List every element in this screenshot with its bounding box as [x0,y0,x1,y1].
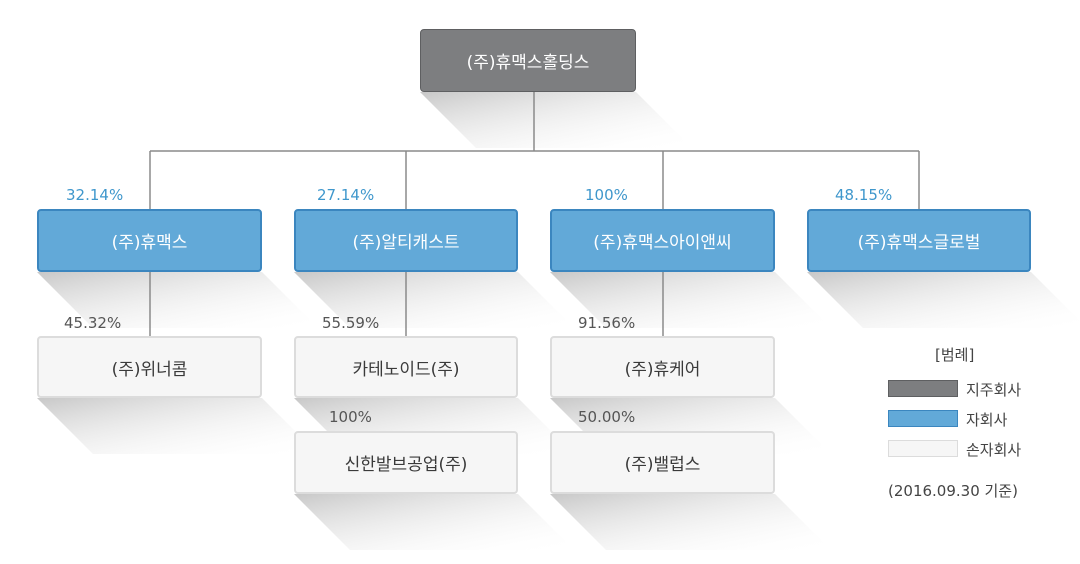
subsidiary-label: (주)알티캐스트 [352,233,460,253]
legend-swatch-subsidiary [888,410,958,427]
ownership-pct-winercom: 45.32% [64,314,122,332]
subsidiary-label: (주)휴맥스 [111,233,188,253]
grandchild-box-winercom: (주)위너콤 [37,336,262,398]
grandchild-box-vellups: (주)밸럽스 [550,431,775,494]
subsidiary-box-humax-global: (주)휴맥스글로벌 [807,209,1031,272]
grandchild-label: 신한발브공업(주) [344,455,468,475]
legend-reference-date: (2016.09.30 기준) [888,482,1018,500]
ownership-pct-humax: 32.14% [66,186,124,204]
ownership-pct-vellups: 50.00% [578,408,636,426]
ownership-pct-shinhan-valve: 100% [329,408,372,426]
ownership-pct-humax-inc: 100% [585,186,628,204]
grandchild-label: 카테노이드(주) [352,359,460,380]
grandchild-box-shinhan-valve: 신한발브공업(주) [294,431,518,494]
grandchild-label: (주)위너콤 [111,359,188,380]
grandchild-box-hucare: (주)휴케어 [550,336,775,398]
legend-swatch-grandchild [888,440,958,457]
subsidiary-label: (주)휴맥스글로벌 [857,233,981,253]
legend-title: [범례] [935,346,975,364]
legend-label-holding: 지주회사 [966,381,1022,399]
legend-label-subsidiary: 자회사 [966,411,1008,429]
ownership-pct-alticast: 27.14% [317,186,375,204]
holding-company-box: (주)휴맥스홀딩스 [420,29,636,92]
holding-company-label: (주)휴맥스홀딩스 [466,53,590,73]
grandchild-label: (주)휴케어 [624,359,701,380]
grandchild-label: (주)밸럽스 [624,455,701,475]
legend-label-grandchild: 손자회사 [966,441,1022,459]
ownership-pct-humax-global: 48.15% [835,186,893,204]
subsidiary-label: (주)휴맥스아이앤씨 [593,233,732,253]
grandchild-box-katenoid: 카테노이드(주) [294,336,518,398]
subsidiary-box-humax-inc: (주)휴맥스아이앤씨 [550,209,775,272]
legend-swatch-holding [888,380,958,397]
ownership-pct-hucare: 91.56% [578,314,636,332]
subsidiary-box-alticast: (주)알티캐스트 [294,209,518,272]
subsidiary-box-humax: (주)휴맥스 [37,209,262,272]
ownership-pct-katenoid: 55.59% [322,314,380,332]
